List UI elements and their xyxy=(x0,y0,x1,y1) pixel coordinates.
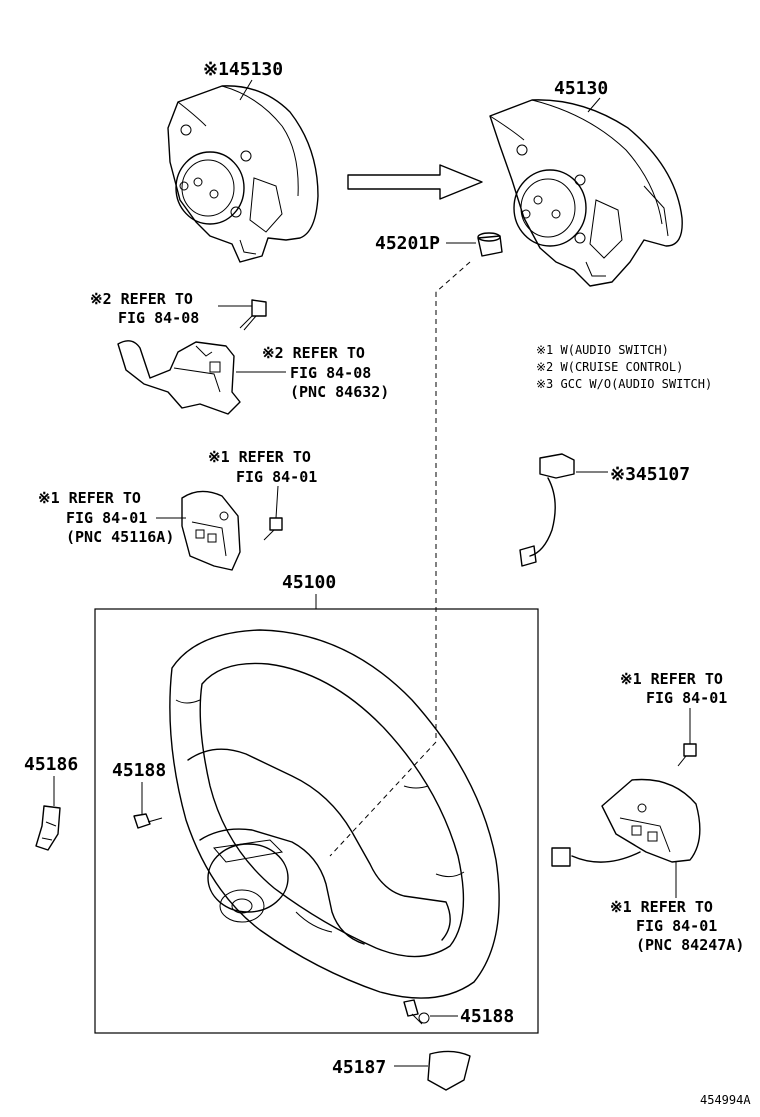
steering-wheel[interactable] xyxy=(169,629,500,999)
wire-harness-45107[interactable] xyxy=(519,453,575,567)
part-number-45188-lower: 45188 xyxy=(460,1006,514,1027)
ref-2a-line1: ※2 REFER TO xyxy=(90,290,193,308)
note-1: ※1 W(AUDIO SWITCH) xyxy=(536,343,669,357)
ref-2b-line3: (PNC 84632) xyxy=(290,383,389,401)
part-number-45188-upper: 45188 xyxy=(112,760,166,781)
airbag-assembly-left[interactable] xyxy=(167,85,319,263)
ref-1d-line3: (PNC 84247A) xyxy=(636,936,744,954)
ref-1a-line2: FIG 84-01 xyxy=(236,468,317,486)
ref-1a-line1: ※1 REFER TO xyxy=(208,448,311,466)
airbag-assembly-right[interactable] xyxy=(489,99,683,287)
arrow-right-icon xyxy=(347,164,483,200)
ref-1c-line2: FIG 84-01 xyxy=(646,689,727,707)
ref-1b-line3: (PNC 45116A) xyxy=(66,528,174,546)
ref-2b-line2: FIG 84-08 xyxy=(290,364,371,382)
cover-45186[interactable] xyxy=(35,805,61,851)
steering-wheel-frame xyxy=(94,608,539,1034)
figure-code: 454994A xyxy=(700,1093,751,1107)
bushing-45201p[interactable] xyxy=(477,232,503,257)
audio-switch-left[interactable] xyxy=(181,490,241,571)
note-3: ※3 GCC W/O(AUDIO SWITCH) xyxy=(536,377,712,391)
ref-2a-line2: FIG 84-08 xyxy=(118,309,199,327)
cover-45187[interactable] xyxy=(427,1050,471,1091)
ref-1b-line2: FIG 84-01 xyxy=(66,509,147,527)
screw-84-01-right[interactable] xyxy=(677,743,697,767)
audio-switch-right[interactable] xyxy=(551,778,701,867)
cruise-control-switch[interactable] xyxy=(117,340,241,415)
part-number-x345107: ※345107 xyxy=(610,464,690,485)
ref-1c-line1: ※1 REFER TO xyxy=(620,670,723,688)
part-number-45100: 45100 xyxy=(282,572,336,593)
note-2: ※2 W(CRUISE CONTROL) xyxy=(536,360,683,374)
screw-45188-lower[interactable] xyxy=(403,999,430,1025)
screw-84-01-left[interactable] xyxy=(263,517,283,541)
part-number-45186: 45186 xyxy=(24,754,78,775)
ref-1d-line1: ※1 REFER TO xyxy=(610,898,713,916)
ref-1b-line1: ※1 REFER TO xyxy=(38,489,141,507)
screw-45188-upper[interactable] xyxy=(133,813,163,829)
ref-1d-line2: FIG 84-01 xyxy=(636,917,717,935)
part-number-45201p: 45201P xyxy=(375,233,440,254)
ref-2b-line1: ※2 REFER TO xyxy=(262,344,365,362)
part-number-x145130: ※145130 xyxy=(203,59,283,80)
part-number-45187: 45187 xyxy=(332,1057,386,1078)
screw-84-08[interactable] xyxy=(239,299,267,331)
part-number-45130: 45130 xyxy=(554,78,608,99)
